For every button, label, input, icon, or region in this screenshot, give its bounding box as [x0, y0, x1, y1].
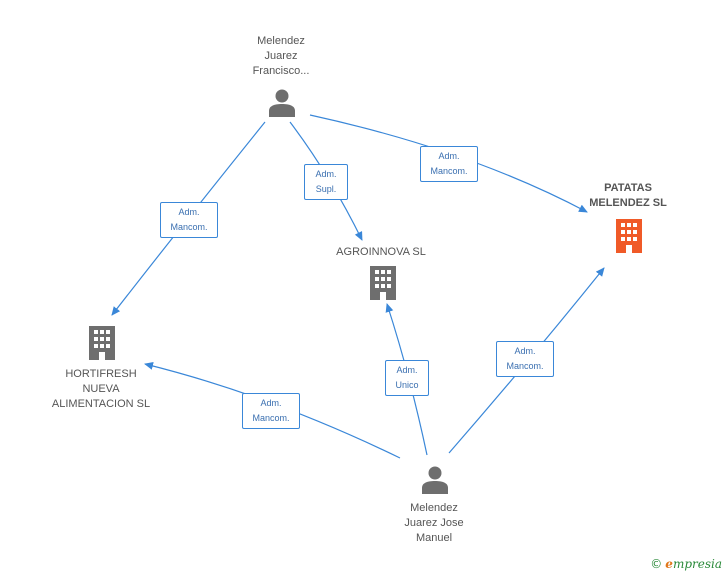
- node-label-hortifresh: HORTIFRESH NUEVA ALIMENTACION SL: [51, 368, 151, 410]
- building-icon[interactable]: [614, 219, 644, 253]
- person-icon[interactable]: [267, 88, 297, 118]
- empresia-logo: ©empresia: [650, 557, 722, 571]
- building-icon[interactable]: [368, 266, 398, 300]
- building-icon[interactable]: [87, 326, 117, 360]
- edge-label-jose-hortifresh[interactable]: Adm. Mancom.: [242, 393, 300, 429]
- edge-label-francisco-patatas[interactable]: Adm. Mancom.: [420, 146, 478, 182]
- node-label-melendez-francisco: Melendez Juarez Francisco...: [252, 35, 310, 77]
- brand-name: mpresia: [672, 557, 722, 571]
- person-icon[interactable]: [420, 465, 450, 495]
- edge-label-jose-patatas[interactable]: Adm. Mancom.: [496, 341, 554, 377]
- edge-label-francisco-agroinnova[interactable]: Adm. Supl.: [304, 164, 348, 200]
- copyright-symbol: ©: [650, 557, 663, 571]
- brand-initial: e: [665, 557, 673, 571]
- edge-label-jose-agroinnova[interactable]: Adm. Unico: [385, 360, 429, 396]
- edge-label-francisco-hortifresh[interactable]: Adm. Mancom.: [160, 202, 218, 238]
- node-label-agroinnova: AGROINNOVA SL: [336, 246, 426, 258]
- node-label-patatas-melendez: PATATAS MELENDEZ SL: [589, 182, 667, 209]
- node-label-melendez-jose-manuel: Melendez Juarez Jose Manuel: [404, 502, 464, 544]
